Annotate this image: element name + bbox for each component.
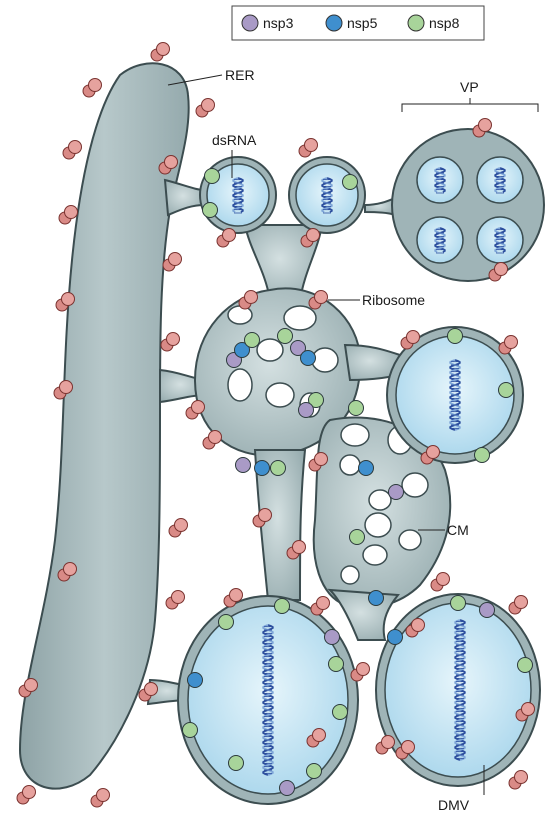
nsp5-swatch <box>326 15 342 31</box>
ribosome-icon <box>151 43 170 62</box>
ribosome-icon <box>217 229 236 248</box>
legend-item-nsp3: nsp3 <box>242 15 294 31</box>
label-dsrna: dsRNA <box>212 132 257 148</box>
nsp3-protein <box>236 458 251 473</box>
ribosome-icon <box>509 771 528 790</box>
nsp8-protein <box>499 383 514 398</box>
nsp8-protein <box>343 175 358 190</box>
nsp8-protein <box>349 401 364 416</box>
nsp8-protein <box>183 723 198 738</box>
ribosome-icon <box>166 591 185 610</box>
nsp3-protein <box>299 403 314 418</box>
nsp8-protein <box>329 657 344 672</box>
ribosome-icon <box>509 596 528 615</box>
label-vp: VP <box>460 79 479 95</box>
label-ribosome: Ribosome <box>362 292 425 308</box>
ribosome-icon <box>17 786 36 805</box>
ribosome-icon <box>376 736 395 755</box>
nsp8-protein <box>271 461 286 476</box>
nsp8-protein <box>245 333 260 348</box>
nsp8-protein <box>350 530 365 545</box>
ribosome-icon <box>91 789 110 808</box>
nsp8-protein <box>475 448 490 463</box>
label-dmv: DMV <box>438 797 470 813</box>
nsp8-protein <box>203 203 218 218</box>
nsp8-protein <box>451 596 466 611</box>
nsp5-protein <box>388 630 403 645</box>
nsp8-protein <box>518 658 533 673</box>
nsp5-protein <box>255 461 270 476</box>
ribosome-icon <box>83 79 102 98</box>
ribosome-icon <box>499 336 518 355</box>
nsp3-swatch <box>242 15 258 31</box>
ribosome-icon <box>63 141 82 160</box>
nsp8-protein <box>278 329 293 344</box>
nsp3-protein <box>480 603 495 618</box>
nsp5-protein <box>301 351 316 366</box>
ribosome-icon <box>203 431 222 450</box>
legend: nsp3 nsp5 nsp8 <box>232 6 484 40</box>
small-vesicle-middle <box>289 157 365 233</box>
dsrna-helix-icon <box>450 360 460 430</box>
ribosome-icon <box>169 519 188 538</box>
nsp8-protein <box>205 169 220 184</box>
nsp8-protein <box>275 599 290 614</box>
vesicle-packet <box>392 129 544 281</box>
ribosome-icon <box>431 573 450 592</box>
label-rer: RER <box>225 67 255 83</box>
ribosome-icon <box>59 206 78 225</box>
legend-item-nsp8: nsp8 <box>408 15 460 31</box>
nsp3-protein <box>389 485 404 500</box>
nsp8-protein <box>229 756 244 771</box>
nsp3-protein <box>325 630 340 645</box>
nsp5-protein <box>369 591 384 606</box>
legend-label-nsp5: nsp5 <box>347 15 378 31</box>
nsp5-protein <box>359 461 374 476</box>
nsp8-protein <box>307 764 322 779</box>
nsp8-protein <box>333 705 348 720</box>
ribosome-icon <box>311 597 330 616</box>
legend-label-nsp3: nsp3 <box>263 15 294 31</box>
ribosome-icon <box>299 139 318 158</box>
ribosome-icon <box>163 253 182 272</box>
ribosome-icon <box>161 333 180 352</box>
ribosome-icon <box>196 99 215 118</box>
nsp8-protein <box>219 615 234 630</box>
nsp8-protein <box>448 329 463 344</box>
legend-label-nsp8: nsp8 <box>429 15 460 31</box>
nsp8-swatch <box>408 15 424 31</box>
nsp5-protein <box>188 673 203 688</box>
nsp3-protein <box>280 781 295 796</box>
label-cm: CM <box>447 522 469 538</box>
legend-item-nsp5: nsp5 <box>326 15 378 31</box>
